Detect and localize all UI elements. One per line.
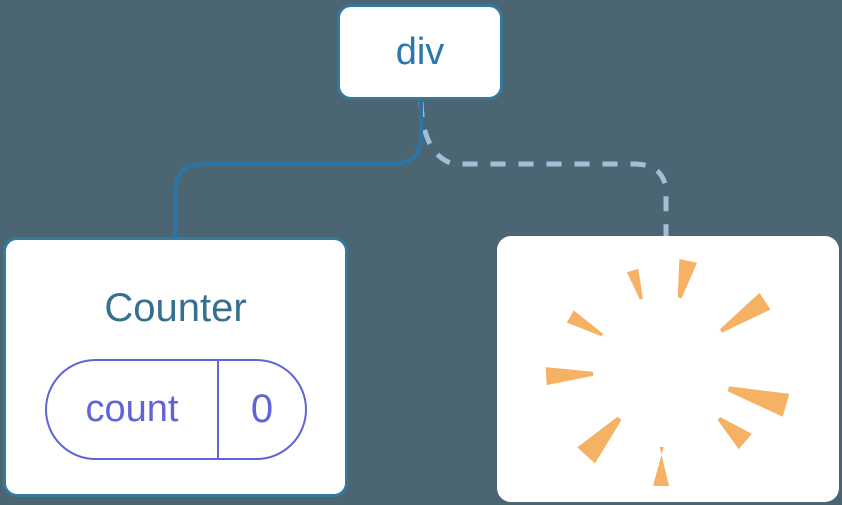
- tree-node-removed: [497, 236, 839, 502]
- div-node-label: div: [395, 31, 445, 73]
- state-pill: count 0: [45, 359, 307, 460]
- connector-dashed: [418, 101, 669, 236]
- counter-node-title: Counter: [104, 286, 247, 330]
- state-key-label: count: [47, 361, 219, 458]
- tree-node-counter: Counter count 0: [3, 237, 348, 497]
- connector-solid: [173, 100, 423, 237]
- state-value-label: 0: [250, 387, 274, 431]
- tree-node-div: div: [337, 4, 503, 100]
- poof-icon: [545, 258, 790, 487]
